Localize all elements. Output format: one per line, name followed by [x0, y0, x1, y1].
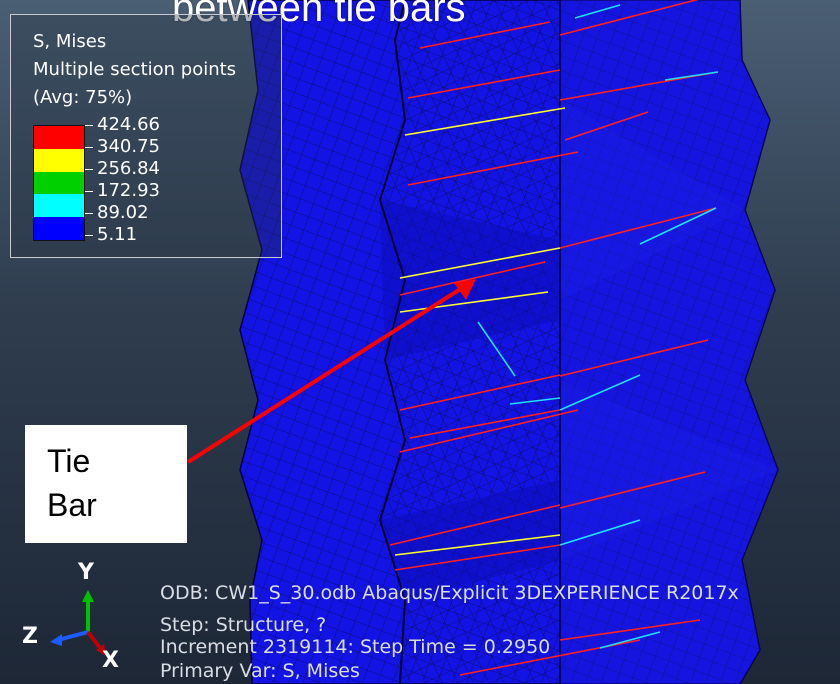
legend-value-5: 5.11	[85, 225, 137, 245]
increment-info: Increment 2319114: Step Time = 0.2950	[160, 636, 551, 658]
legend-swatch-1	[34, 149, 84, 172]
legend-swatch-4	[34, 217, 84, 240]
x-axis-label: X	[102, 648, 119, 673]
legend-subtitle: Multiple section points	[33, 59, 237, 80]
primary-var-info: Primary Var: S, Mises	[160, 660, 360, 682]
legend-value-3: 172.93	[85, 181, 160, 201]
legend-swatch-2	[34, 172, 84, 194]
axis-triad: Y Z X	[18, 560, 138, 684]
legend-value-4: 89.02	[85, 203, 149, 223]
odb-info: ODB: CW1_S_30.odb Abaqus/Explicit 3DEXPE…	[160, 582, 739, 604]
title-caption: between tie bars	[172, 0, 466, 30]
step-info: Step: Structure, ?	[160, 614, 327, 636]
axis-triad-lines	[50, 590, 106, 656]
legend-swatch-3	[34, 194, 84, 217]
contour-legend: S, Mises Multiple section points (Avg: 7…	[10, 14, 282, 258]
z-axis-label: Z	[22, 624, 38, 649]
tie-bar-label-line1: Tie	[47, 443, 91, 479]
legend-value-2: 256.84	[85, 159, 160, 179]
tie-bars	[389, 0, 719, 676]
legend-color-bar	[33, 125, 85, 241]
y-axis-label: Y	[78, 560, 94, 585]
annotation-arrow	[186, 279, 476, 464]
legend-average: (Avg: 75%)	[33, 87, 133, 108]
legend-swatch-0	[34, 126, 84, 149]
legend-value-1: 340.75	[85, 137, 160, 157]
tie-bar-label-line2: Bar	[47, 487, 97, 523]
legend-value-0: 424.66	[85, 115, 160, 135]
legend-title: S, Mises	[33, 31, 107, 52]
tie-bar-callout: Tie Bar	[25, 425, 187, 543]
